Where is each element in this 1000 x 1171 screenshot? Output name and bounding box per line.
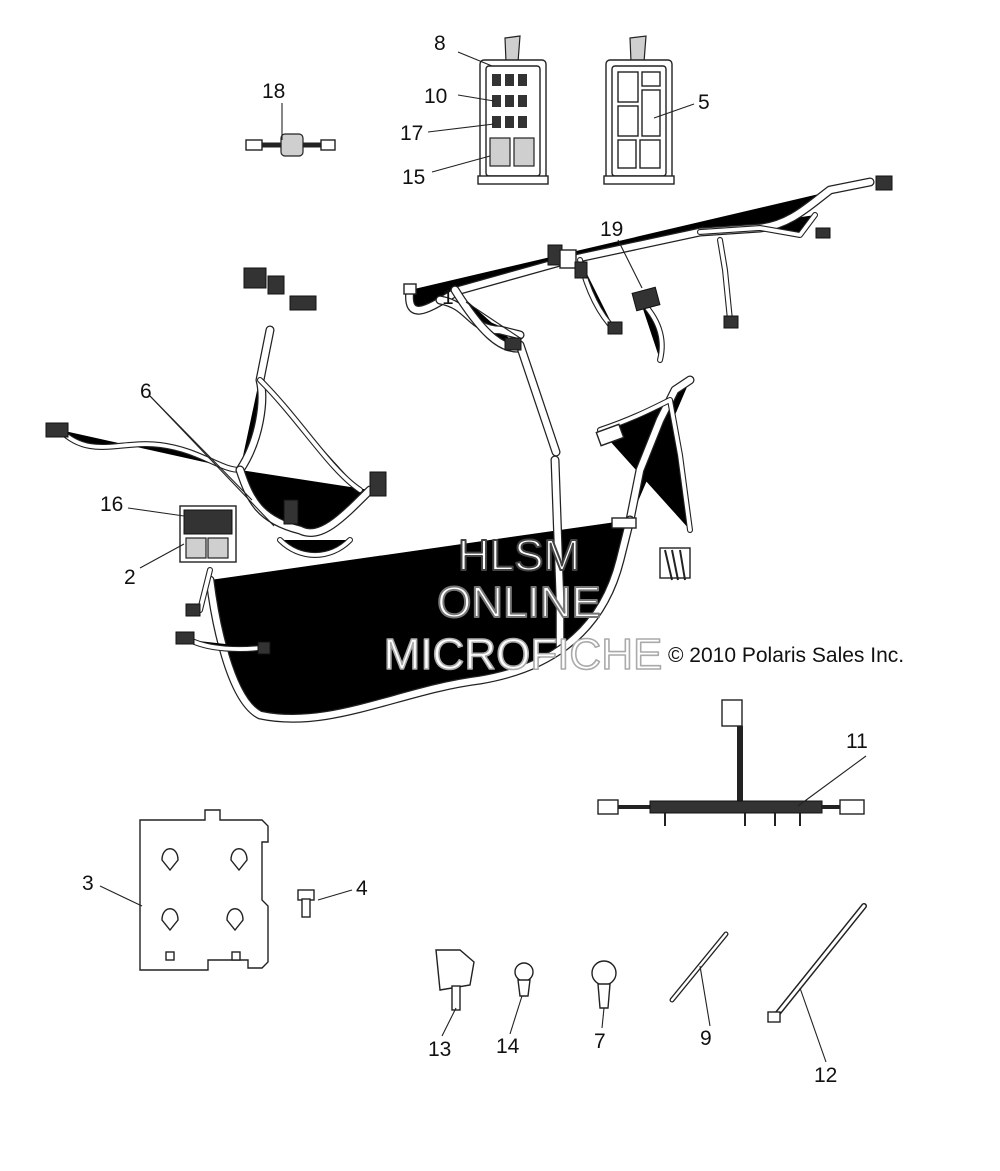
callout-11: 11 — [846, 730, 868, 753]
part-13-clip — [435, 949, 475, 1011]
part-5-fuse-box-rear — [603, 35, 675, 185]
callout-6: 6 — [140, 380, 152, 403]
callout-9: 9 — [700, 1027, 712, 1050]
callout-13: 13 — [428, 1038, 451, 1061]
part-8-fuse-box-front — [477, 35, 549, 185]
callout-7: 7 — [594, 1030, 606, 1053]
callout-17: 17 — [400, 122, 423, 145]
watermark-line-2: ONLINE — [437, 578, 601, 627]
watermark-line-1: HLSM — [458, 531, 580, 580]
callout-1: 1 — [442, 286, 454, 309]
part-7-clamp — [591, 960, 617, 1009]
callout-2: 2 — [124, 566, 136, 589]
part-3-mounting-plate — [139, 809, 269, 971]
callout-12: 12 — [814, 1064, 837, 1087]
part-9-cable-tie — [669, 931, 729, 1003]
callout-5: 5 — [698, 91, 710, 114]
copyright-notice: © 2010 Polaris Sales Inc. — [668, 644, 905, 667]
leader-lines — [99, 51, 867, 1063]
part-12-cable-tie — [767, 903, 867, 1023]
part-4-screw — [297, 889, 315, 918]
part-2-sub-harness — [45, 267, 387, 655]
callout-4: 4 — [356, 877, 368, 900]
part-18-inline-connector — [245, 133, 336, 157]
watermark-line-3: MICROFICHE — [384, 630, 663, 679]
callout-8: 8 — [434, 32, 446, 55]
callout-14: 14 — [496, 1035, 520, 1058]
callout-10: 10 — [424, 85, 447, 108]
callout-16: 16 — [100, 493, 123, 516]
part-1-main-harness — [210, 175, 893, 718]
part-11-sub-harness — [597, 699, 865, 826]
callout-18: 18 — [262, 80, 285, 103]
callout-15: 15 — [402, 166, 425, 189]
callout-3: 3 — [82, 872, 94, 895]
part-14-clip — [514, 962, 534, 997]
callout-19: 19 — [600, 218, 623, 241]
